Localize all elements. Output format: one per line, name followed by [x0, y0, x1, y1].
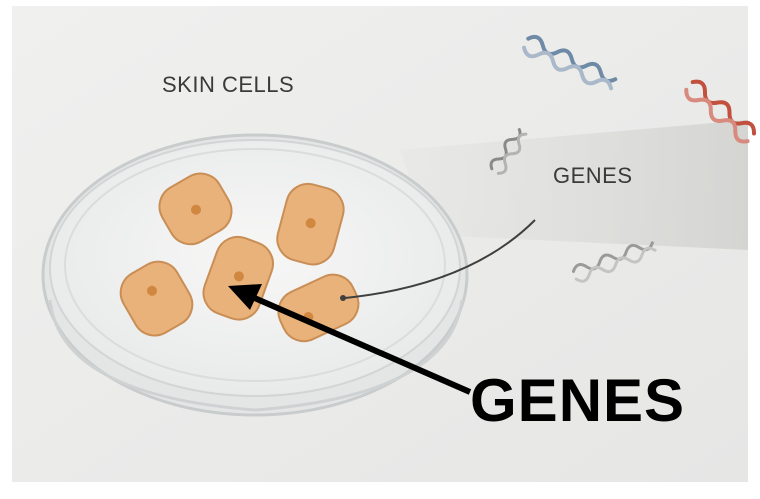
- genes-annotation-label: GENES: [470, 366, 685, 435]
- genes-label: GENES: [553, 163, 633, 189]
- gene-insertion-point: [340, 295, 346, 301]
- skin-cells-label: SKIN CELLS: [162, 72, 294, 98]
